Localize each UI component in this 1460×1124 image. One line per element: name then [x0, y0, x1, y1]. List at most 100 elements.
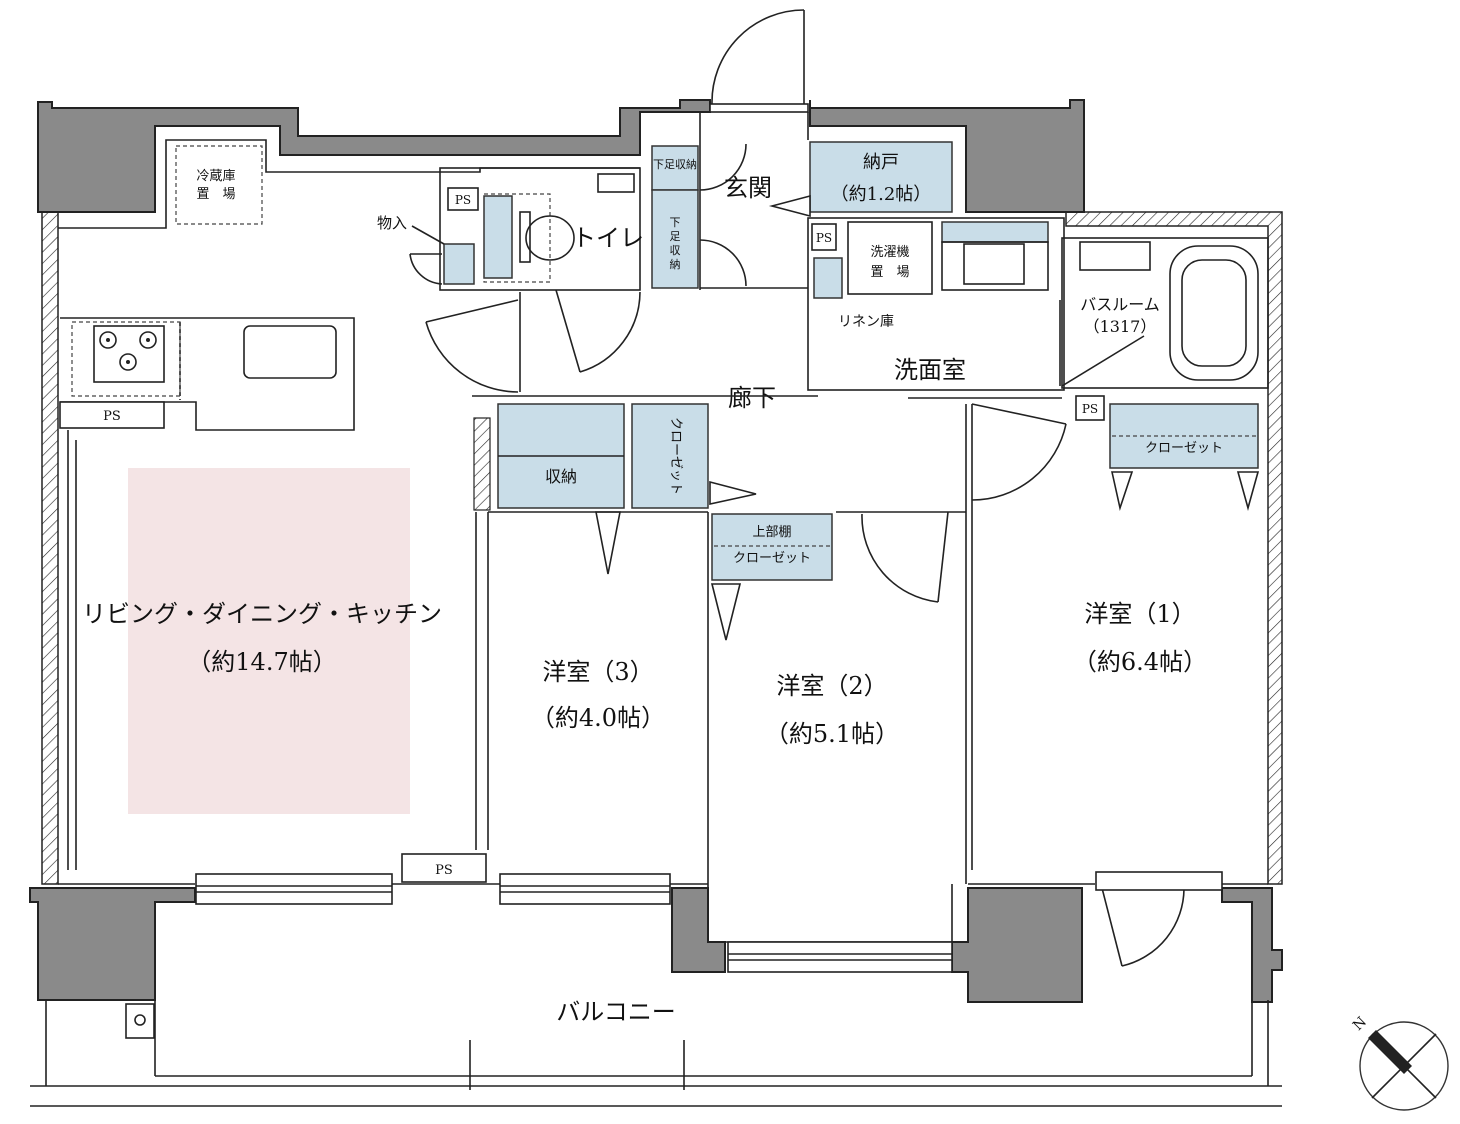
kitchen-counter [60, 317, 355, 431]
bath-door [1061, 335, 1145, 387]
fridge-label-1: 冷蔵庫 [196, 169, 235, 184]
wall-top-right [809, 99, 1085, 213]
closet-h1-label: クローゼット [733, 551, 811, 566]
washer-space [847, 221, 933, 295]
storage-room-label: 納戸 [863, 152, 899, 173]
ps-label-room1: PS [1082, 402, 1098, 416]
hatch-wall-left [41, 211, 59, 885]
structural-walls [29, 99, 1283, 1003]
shoe-door-swing-1 [699, 143, 747, 191]
storage-cabinet [443, 243, 475, 285]
fridge-label-2: 置 場 [196, 187, 235, 202]
bathroom-area [1061, 237, 1269, 389]
shoe-lower-2: 足 [670, 230, 681, 243]
toilet-bowl [525, 215, 575, 261]
ps-label-wash: PS [816, 231, 832, 245]
windows [195, 871, 1223, 973]
upper-shelf-label: 上部棚 [752, 525, 791, 540]
storage-door-swing [409, 253, 443, 285]
ldk-area: （約14.7帖） [187, 648, 336, 676]
room1-closet-door-1 [1111, 471, 1134, 511]
room2-name: 洋室（2） [776, 672, 887, 700]
balcony-door [1101, 887, 1123, 967]
compass-circle [1359, 1021, 1449, 1111]
storage-room-door [768, 194, 811, 218]
balcony-door-swing [1121, 887, 1185, 967]
front-door-sill [709, 103, 809, 113]
ldk-floor-highlight [128, 468, 410, 814]
closet-h2-label: クローゼット [1145, 441, 1223, 456]
ldk-name: リビング・ダイニング・キッチン [82, 600, 442, 628]
vanity-basin [941, 241, 1049, 291]
wall-bottom-mid2 [951, 887, 1083, 1003]
ps-label-toilet: PS [455, 193, 471, 207]
room2-closet-door [710, 583, 742, 641]
storage-item-label: 物入 [377, 214, 407, 232]
ps-box-kitchen [59, 401, 165, 429]
ps-box-bottom [401, 853, 487, 883]
room1-area: （約6.4帖） [1073, 648, 1207, 676]
room2-area: （約5.1帖） [765, 720, 899, 748]
wall-top-left [37, 99, 711, 213]
ps-box-toilet [447, 187, 479, 211]
ps-box-wash [811, 223, 837, 251]
washer-label-1: 洗濯機 [870, 245, 909, 260]
burner-icon [99, 331, 157, 371]
toilet-door-swing [579, 291, 641, 373]
linen-label: リネン庫 [838, 313, 894, 330]
shoe-door-swing-2 [699, 239, 747, 287]
storage-leader [411, 225, 445, 245]
hallway-label: 廊下 [728, 384, 776, 412]
room1-door [971, 403, 1067, 425]
storage-room-area: （約1.2帖） [831, 184, 932, 205]
room1-closet-door-2 [1236, 471, 1260, 511]
wall-bottom-right [1221, 887, 1283, 1003]
bathroom-size: （1317） [1084, 317, 1157, 336]
compass-label: N [1350, 1014, 1370, 1034]
ps-label-kitchen: PS [103, 409, 121, 424]
toilet-counter [483, 195, 513, 279]
room3-area: （約4.0帖） [531, 704, 665, 732]
balcony-label: バルコニー [556, 998, 676, 1026]
toilet-label: トイレ [572, 224, 644, 252]
sink [243, 325, 337, 379]
room2-door-swing [861, 513, 939, 603]
storage-room [809, 141, 953, 213]
ldk-door [425, 299, 519, 323]
room2-door [937, 511, 949, 603]
washroom-label: 洗面室 [894, 356, 966, 384]
room3-storage-door [595, 511, 621, 575]
ldk-door-swing [425, 321, 519, 393]
washroom-area [807, 217, 1065, 391]
toilet-shelf [597, 173, 635, 193]
ps-box-room1 [1075, 395, 1105, 421]
wall-bottom-left [29, 887, 196, 1001]
washer-label-2: 置 場 [870, 265, 909, 280]
fridge-space [175, 145, 263, 225]
bathroom-label: バスルーム [1080, 295, 1160, 314]
closet-v-label: クローゼット [668, 417, 683, 495]
shoe-lower-1: 下 [670, 216, 681, 229]
room1-door-swing [971, 423, 1067, 501]
vanity-sink [963, 243, 1025, 285]
balcony-outline [30, 1000, 1282, 1107]
toilet-icon [519, 211, 531, 263]
bathtub-inner [1181, 259, 1247, 367]
room3-name: 洋室（3） [542, 658, 653, 686]
room1-name: 洋室（1） [1084, 600, 1195, 628]
shoe-storage-lower [651, 189, 699, 289]
room3-wall-hatch [473, 417, 491, 511]
wall-bottom-mid [671, 887, 726, 973]
compass: N [1350, 1014, 1449, 1111]
vanity [941, 221, 1049, 243]
room2-closet [711, 513, 833, 581]
room3-closet [631, 403, 709, 509]
entrance-label: 玄関 [724, 174, 772, 202]
stove-top [93, 325, 165, 383]
toilet-room [439, 167, 641, 291]
linen-cabinet [813, 257, 843, 299]
front-door-swing [711, 9, 805, 105]
compass-needle-icon [1368, 1030, 1412, 1074]
ps-label-bottom: PS [435, 863, 453, 878]
